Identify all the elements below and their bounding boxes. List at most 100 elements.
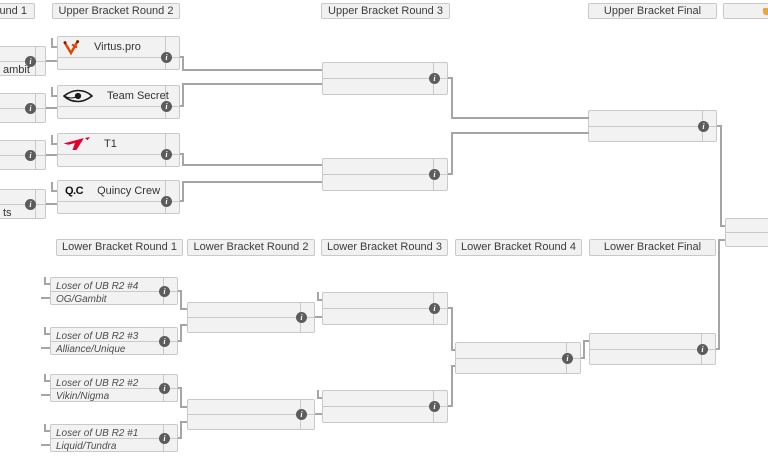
info-icon[interactable]: i xyxy=(159,383,170,394)
t1-logo xyxy=(63,137,90,151)
team-slot-top: Team Secret xyxy=(58,86,179,106)
connector-line xyxy=(451,132,589,134)
team-slot-top: Loser of UB R2 #3 xyxy=(51,328,177,341)
info-icon[interactable]: i xyxy=(159,336,170,347)
team-name: ambit xyxy=(3,64,30,75)
match-lb-r1-4: Loser of UB R2 #1 Liquid/Tundra i xyxy=(50,424,178,452)
match-lb-final: i xyxy=(589,333,716,365)
score-column xyxy=(35,94,45,122)
match-ub-r1-2: i xyxy=(0,93,46,123)
team-slot-top: T1 xyxy=(58,134,179,154)
connector-line xyxy=(717,125,722,127)
info-icon[interactable]: i xyxy=(429,401,440,412)
placeholder-team: Loser of UB R2 #3 xyxy=(56,331,139,341)
team-slot-top: Loser of UB R2 #1 xyxy=(51,425,177,438)
match-lb-r1-2: Loser of UB R2 #3 Alliance/Unique i xyxy=(50,327,178,355)
team-slot-top: Loser of UB R2 #2 xyxy=(51,375,177,388)
team-name: ts xyxy=(3,207,12,218)
connector-line xyxy=(182,56,184,71)
connector-line xyxy=(448,77,453,79)
connector-line xyxy=(315,413,322,415)
team-slot-top xyxy=(188,400,314,414)
header-grand-final: Grand Final xyxy=(723,3,768,19)
connector-line xyxy=(451,77,453,119)
connector-stub xyxy=(44,283,50,285)
header-lower-bracket-round-1: Lower Bracket Round 1 xyxy=(56,239,183,256)
connector-line xyxy=(180,290,182,310)
connector-stub xyxy=(317,390,319,398)
info-icon[interactable]: i xyxy=(25,150,36,161)
info-icon[interactable]: i xyxy=(296,409,307,420)
team-slot-bottom xyxy=(590,349,715,364)
info-icon[interactable]: i xyxy=(429,169,440,180)
connector-stub xyxy=(44,380,50,382)
connector-line xyxy=(451,365,453,407)
team-slot-bottom xyxy=(188,414,314,429)
connector-line xyxy=(182,164,322,166)
info-icon[interactable]: i xyxy=(429,73,440,84)
info-icon[interactable]: i xyxy=(25,103,36,114)
match-lb-r3-1: i xyxy=(322,292,448,325)
info-icon[interactable]: i xyxy=(698,121,709,132)
connector-line xyxy=(451,132,453,175)
placeholder-team: Loser of UB R2 #4 xyxy=(56,281,139,291)
connector-line xyxy=(451,117,589,119)
match-ub-final: i xyxy=(588,110,717,142)
connector-stub xyxy=(317,292,319,300)
match-grand-final xyxy=(725,218,768,247)
connector-line xyxy=(315,316,322,318)
team-slot-bottom xyxy=(0,108,45,122)
team-slot-bottom xyxy=(323,78,447,94)
team-slot-bottom xyxy=(188,317,314,332)
connector-line xyxy=(180,406,187,408)
team-slot-bottom xyxy=(0,155,45,169)
info-icon[interactable]: i xyxy=(25,199,36,210)
team-slot-bottom xyxy=(456,358,580,373)
connector-line xyxy=(718,239,720,350)
match-ub-r3-1: i xyxy=(322,62,448,95)
info-icon[interactable]: i xyxy=(159,433,170,444)
score-column xyxy=(35,47,45,75)
info-icon[interactable]: i xyxy=(296,312,307,323)
team-slot-bottom xyxy=(58,154,179,166)
connector-line xyxy=(46,203,57,205)
match-ub-r2-4: Q.C Quincy Crew i xyxy=(57,180,180,214)
connector-line xyxy=(182,153,184,166)
team-secret-logo xyxy=(63,89,93,103)
info-icon[interactable]: i xyxy=(25,56,36,67)
connector-stub xyxy=(44,374,46,382)
connector-stub xyxy=(51,182,53,192)
team-slot-bottom: Vikin/Nigma xyxy=(51,388,177,401)
placeholder-team: Loser of UB R2 #1 xyxy=(56,428,139,438)
placeholder-team: Loser of UB R2 #2 xyxy=(56,378,139,388)
team-slot-top: Virtus.pro xyxy=(58,37,179,57)
connector-stub xyxy=(51,135,53,145)
info-icon[interactable]: i xyxy=(697,344,708,355)
info-icon[interactable]: i xyxy=(429,303,440,314)
info-icon[interactable]: i xyxy=(161,149,172,160)
connector-line xyxy=(46,154,57,156)
team-slot-top: Q.C Quincy Crew xyxy=(58,181,179,201)
info-icon[interactable]: i xyxy=(161,101,172,112)
info-icon[interactable]: i xyxy=(562,353,573,364)
quincy-crew-logo: Q.C xyxy=(65,185,84,197)
team-slot-bottom xyxy=(589,126,716,141)
match-ub-r2-1: Virtus.pro i xyxy=(57,36,180,70)
info-icon[interactable]: i xyxy=(161,52,172,63)
connector-line xyxy=(451,349,455,351)
connector-line xyxy=(182,181,184,202)
connector-stub xyxy=(41,347,50,349)
connector-stub xyxy=(44,430,50,432)
info-icon[interactable]: i xyxy=(159,286,170,297)
score-column xyxy=(35,190,45,218)
header-lower-bracket-final: Lower Bracket Final xyxy=(589,239,716,256)
team-slot-top xyxy=(188,303,314,317)
match-lb-r1-1: Loser of UB R2 #4 OG/Gambit i xyxy=(50,277,178,305)
header-lower-bracket-round-2: Lower Bracket Round 2 xyxy=(187,239,315,256)
info-icon[interactable]: i xyxy=(161,196,172,207)
connector-line xyxy=(180,421,182,439)
connector-line xyxy=(46,107,57,109)
match-lb-r4: i xyxy=(455,342,581,374)
header-upper-bracket-round-1: Upper Bracket Round 1 xyxy=(0,3,35,19)
